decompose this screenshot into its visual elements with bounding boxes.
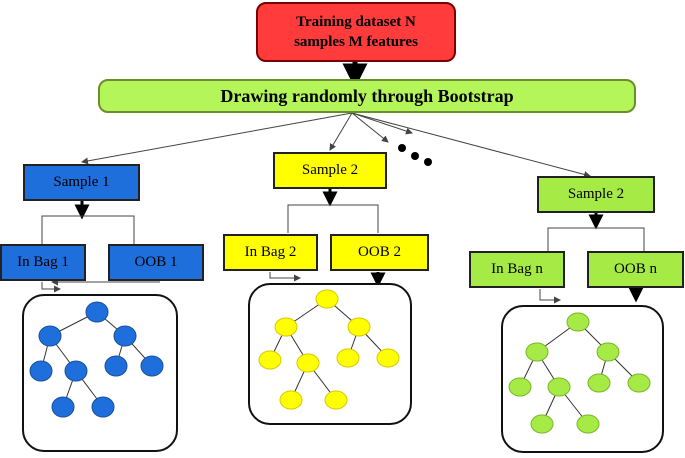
tree-node — [324, 390, 348, 410]
inbag-2-to-tree — [269, 272, 301, 282]
tree-panel-n — [501, 305, 664, 453]
tree-node — [296, 353, 320, 373]
tree-node — [376, 348, 400, 368]
oob-label-n: OOB n — [614, 261, 657, 277]
training-dataset-line-1: Training dataset N — [296, 14, 416, 30]
ellipsis-dot — [424, 158, 432, 166]
tree-node — [508, 377, 532, 397]
oob-box-1: OOB 1 — [108, 244, 204, 281]
tree-node — [140, 355, 164, 377]
tree-node — [576, 414, 600, 434]
tree-node — [38, 325, 62, 347]
inbag-n-to-tree — [539, 289, 561, 304]
decision-tree-n — [508, 312, 651, 434]
sample-box-2: Sample 2 — [273, 152, 387, 189]
oob-box-n: OOB n — [587, 251, 684, 288]
tree-n-nodes — [508, 312, 651, 434]
tree-node — [51, 396, 75, 418]
bootstrap-label: Drawing randomly through Bootstrap — [220, 85, 514, 106]
tree-node — [315, 289, 339, 309]
oob-box-2: OOB 2 — [330, 234, 429, 271]
ellipsis-dot — [411, 152, 419, 160]
tree-1-nodes — [29, 301, 164, 418]
tree-panel-2 — [248, 283, 412, 425]
oob-label-1: OOB 1 — [134, 254, 178, 270]
sample-label-2: Sample 2 — [301, 162, 359, 178]
tree-node — [547, 377, 571, 397]
decision-tree-2 — [258, 289, 400, 410]
fan-line-sample-2 — [329, 112, 353, 151]
tree-node — [627, 373, 651, 393]
tree-node — [336, 348, 360, 368]
sample-box-1: Sample 1 — [23, 164, 140, 201]
inbag-box-n: In Bag n — [469, 251, 565, 288]
sample-2-split — [287, 204, 379, 233]
tree-node — [274, 317, 298, 337]
sample-box-n: Sample 2 — [537, 176, 655, 213]
inbag-label-n: In Bag n — [491, 261, 543, 277]
inbag-box-2: In Bag 2 — [223, 234, 318, 271]
tree-node — [587, 373, 611, 393]
inbag-label-2: In Bag 2 — [244, 244, 297, 260]
fan-line-dots-a — [351, 112, 389, 143]
tree-panel-1 — [22, 294, 178, 452]
inbag-1-to-tree — [41, 282, 61, 293]
fan-line-sample-n — [351, 112, 591, 178]
fan-line-sample-1 — [81, 112, 353, 165]
tree-node — [91, 396, 115, 418]
tree-node — [347, 317, 371, 337]
tree-1-edges — [40, 311, 153, 408]
tree-n-edges — [519, 321, 640, 425]
sample-n-split — [547, 227, 645, 251]
fan-line-dots-b — [351, 112, 413, 135]
inbag-box-1: In Bag 1 — [0, 244, 86, 281]
training-dataset-line-2: samples M features — [294, 34, 418, 50]
tree-node — [566, 312, 590, 332]
bootstrap-box: Drawing randomly through Bootstrap — [98, 79, 636, 113]
inbag-label-1: In Bag 1 — [17, 254, 69, 270]
sample-1-split — [41, 215, 135, 244]
tree-node — [29, 360, 53, 382]
tree-node — [525, 342, 549, 362]
tree-node — [104, 355, 128, 377]
sample-label-n: Sample 2 — [567, 186, 625, 202]
ellipsis-dot — [398, 144, 406, 152]
tree-node — [64, 360, 88, 382]
tree-node — [279, 390, 303, 410]
tree-node — [530, 414, 554, 434]
tree-2-nodes — [258, 289, 400, 410]
oob-label-2: OOB 2 — [358, 244, 401, 260]
training-dataset-box: Training dataset N samples M features — [256, 2, 456, 62]
sample-label-1: Sample 1 — [53, 174, 110, 190]
tree-node — [85, 301, 109, 323]
tree-node — [113, 325, 137, 347]
tree-2-edges — [269, 298, 389, 401]
tree-node — [596, 342, 620, 362]
tree-node — [258, 350, 282, 370]
decision-tree-1 — [29, 301, 164, 418]
